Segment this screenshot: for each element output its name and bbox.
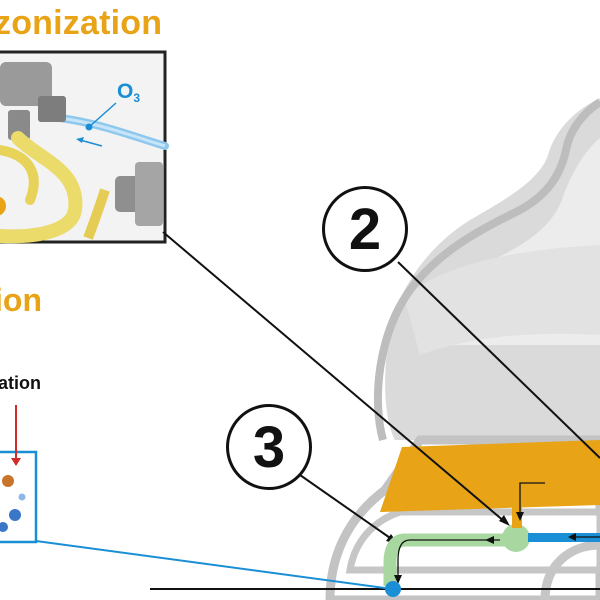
inset-orange-marker <box>0 196 6 216</box>
leader-inset-arrowhead <box>499 515 510 526</box>
o3-hose-core <box>59 116 166 148</box>
ionization-sublabel: ation <box>0 373 41 393</box>
green-flow-line <box>397 539 500 580</box>
leader-ion-inset <box>35 540 393 590</box>
molecule-atom-1 <box>9 509 21 521</box>
blue-flow-arrowhead <box>568 533 576 541</box>
o3-pointer-line <box>88 102 117 128</box>
blue-pipe <box>528 533 600 542</box>
orange-inlet-arrow <box>519 482 545 515</box>
ozonization-title: zonization <box>0 4 163 42</box>
pump-body <box>135 162 163 226</box>
yellow-hose-1 <box>0 131 83 244</box>
machine-seat-cushion <box>405 245 600 355</box>
green-flow-arrowhead-1 <box>485 536 494 544</box>
o3-flow-arrow <box>79 139 103 147</box>
orange-inlet <box>512 490 522 528</box>
o3-label-main: O <box>117 80 133 103</box>
o3-label-subscript: 3 <box>133 91 140 105</box>
ozonization-inset <box>0 50 169 244</box>
green-flow-arrowhead-2 <box>394 575 402 584</box>
o3-label: O3 <box>117 80 140 105</box>
o3-flow-arrowhead <box>76 137 84 143</box>
callout-3: 3 <box>226 404 312 490</box>
leader-callout-2 <box>397 261 600 459</box>
valve-body <box>0 62 52 106</box>
leader-callout-3 <box>299 474 394 541</box>
mix-junction <box>502 524 530 552</box>
machine-outline <box>373 98 600 442</box>
valve-fitting <box>8 110 30 140</box>
flow-circuit <box>383 482 600 597</box>
molecule-atom-3 <box>18 493 26 501</box>
callout-2: 2 <box>322 186 408 272</box>
machine-silhouette <box>150 98 600 600</box>
leader-inset-to-valve <box>162 231 506 523</box>
solution-tank <box>380 440 600 512</box>
ionization-title: ion <box>0 282 42 318</box>
outlet-node <box>385 581 401 597</box>
yellow-hose-3 <box>83 188 110 240</box>
ion-pointer-arrowhead <box>11 458 21 466</box>
molecule-atom-2 <box>0 522 8 532</box>
yellow-hose-2 <box>0 145 39 205</box>
valve-nozzle <box>38 96 66 122</box>
green-pipe <box>383 533 515 586</box>
bacteria-icon <box>2 475 14 487</box>
orange-inlet-arrowhead <box>516 512 524 521</box>
ionization-inset <box>0 405 38 544</box>
